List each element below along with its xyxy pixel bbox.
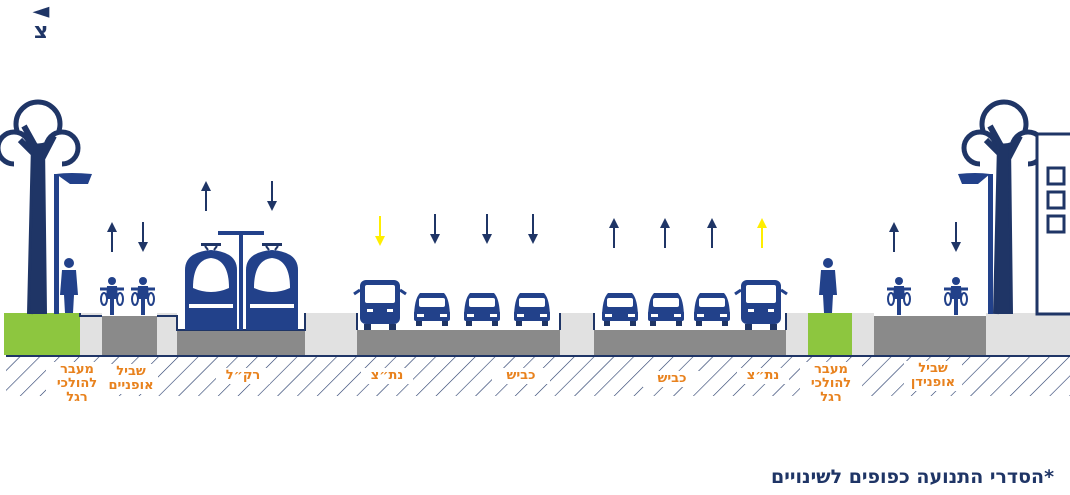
down-arrow-icon xyxy=(266,180,278,212)
label-road-left: כביש xyxy=(492,368,550,384)
up-arrow-icon xyxy=(706,217,718,249)
car-icon xyxy=(648,293,684,326)
bicycle-icon xyxy=(129,275,157,317)
bicycle-icon xyxy=(98,275,126,317)
sidewalk-far-right xyxy=(986,313,1070,355)
curb-left xyxy=(157,313,177,355)
building-icon xyxy=(1035,132,1070,316)
bike-path-right xyxy=(874,316,986,355)
up-arrow-icon xyxy=(888,221,900,253)
street-lamp-right-icon xyxy=(958,173,993,314)
label-bike-right: שביל אופנידן xyxy=(904,361,962,391)
bike-path-left xyxy=(102,316,157,355)
up-arrow-icon xyxy=(200,180,212,212)
pedestrian-icon-right xyxy=(819,258,837,313)
bus-icon-left xyxy=(352,278,408,332)
label-ped-right: מעבר להולכי רגל xyxy=(800,362,862,406)
footnote: *הסדרי התנועה כפופים לשינויים xyxy=(771,466,1054,488)
label-road-right: כביש xyxy=(643,371,701,387)
up-arrow-icon xyxy=(106,221,118,253)
north-indicator: ◄ צ xyxy=(30,0,52,44)
tram-icon xyxy=(245,242,299,331)
green-strip-left xyxy=(4,313,80,355)
down-arrow-icon xyxy=(527,213,539,245)
down-arrow-icon xyxy=(137,221,149,253)
street-lamp-left-icon xyxy=(54,173,92,314)
car-icon xyxy=(514,293,550,326)
north-arrow-icon: ◄ xyxy=(32,0,50,24)
car-icon xyxy=(414,293,450,326)
tree-icon-right xyxy=(964,102,1044,314)
down-arrow-icon xyxy=(481,213,493,245)
lrt-track xyxy=(177,330,305,355)
label-lrt: רק״ל xyxy=(216,368,270,384)
label-bike-left: שביל אופניים xyxy=(104,364,158,394)
direction-arrows xyxy=(106,180,962,253)
bicycle-icon xyxy=(942,275,970,317)
car-icon xyxy=(602,293,638,326)
car-icon xyxy=(464,293,500,326)
curb-right xyxy=(786,313,808,355)
lrt-pole-icon xyxy=(218,231,264,330)
road-left xyxy=(357,330,560,355)
down-arrow-icon xyxy=(429,213,441,245)
bus-icon-right xyxy=(733,278,789,332)
north-letter: צ xyxy=(33,19,49,44)
label-ped-left: מעבר להולכי רגל xyxy=(46,362,108,406)
label-bus-left: נת״צ xyxy=(361,368,413,384)
sidewalk-right xyxy=(852,313,874,355)
road-right xyxy=(594,330,786,355)
tram-icon xyxy=(184,242,238,331)
median-left xyxy=(305,313,357,355)
up-arrow-icon xyxy=(608,217,620,249)
car-icon xyxy=(694,293,730,326)
down-arrow-icon xyxy=(950,221,962,253)
label-bus-right: נת״צ xyxy=(737,368,789,384)
median-center xyxy=(560,313,594,355)
bicycle-icon xyxy=(885,275,913,317)
surface-strips xyxy=(4,313,1070,355)
down-arrow-yellow-icon xyxy=(375,216,385,246)
green-strip-right xyxy=(808,313,852,355)
up-arrow-icon xyxy=(659,217,671,249)
pedestrian-icon-left xyxy=(60,258,78,313)
sidewalk-left xyxy=(80,313,102,355)
up-arrow-yellow-icon xyxy=(757,218,767,248)
